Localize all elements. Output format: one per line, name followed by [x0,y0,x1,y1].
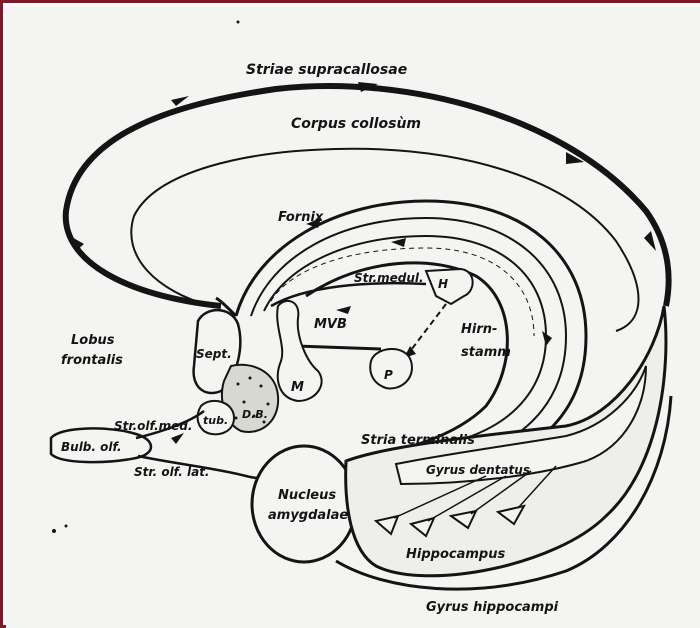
label-frontalis: frontalis [61,353,123,368]
label-mvb: MVB [314,317,347,332]
label-str-olf-med: Str.olf.med. [114,419,192,433]
label-str-olf-lat: Str. olf. lat. [134,465,210,479]
label-corpus-callosum: Corpus collosùm [291,116,421,132]
label-str-medul: Str.medul. [354,271,424,285]
label-striae-supracallosae: Striae supracallosae [246,62,407,78]
label-hirnstamm-2: stamm [461,345,511,360]
label-stria-terminalis: Stria terminalis [361,433,475,448]
label-p: P [384,368,393,382]
label-hirnstamm-1: Hirn- [461,322,497,337]
limbic-system-diagram: Striae supracallosae Corpus collosùm For… [6,6,700,628]
label-m: M [291,380,304,395]
label-gyrus-hippocampi: Gyrus hippocampi [426,600,559,615]
label-amygdalae: amygdalae [268,508,348,523]
label-gyrus-dentatus: Gyrus dentatus [426,463,530,477]
label-fornix: Fornix [278,210,324,225]
label-sept: Sept. [196,347,232,361]
label-hippocampus: Hippocampus [406,547,505,562]
amygdala-shape [252,446,356,562]
label-bulb-olf: Bulb. olf. [61,440,122,454]
label-db: D.B. [242,408,268,421]
label-h: H [438,277,448,291]
label-lobus: Lobus [71,333,115,348]
label-tub: tub. [203,414,228,427]
label-nucleus: Nucleus [278,488,336,503]
